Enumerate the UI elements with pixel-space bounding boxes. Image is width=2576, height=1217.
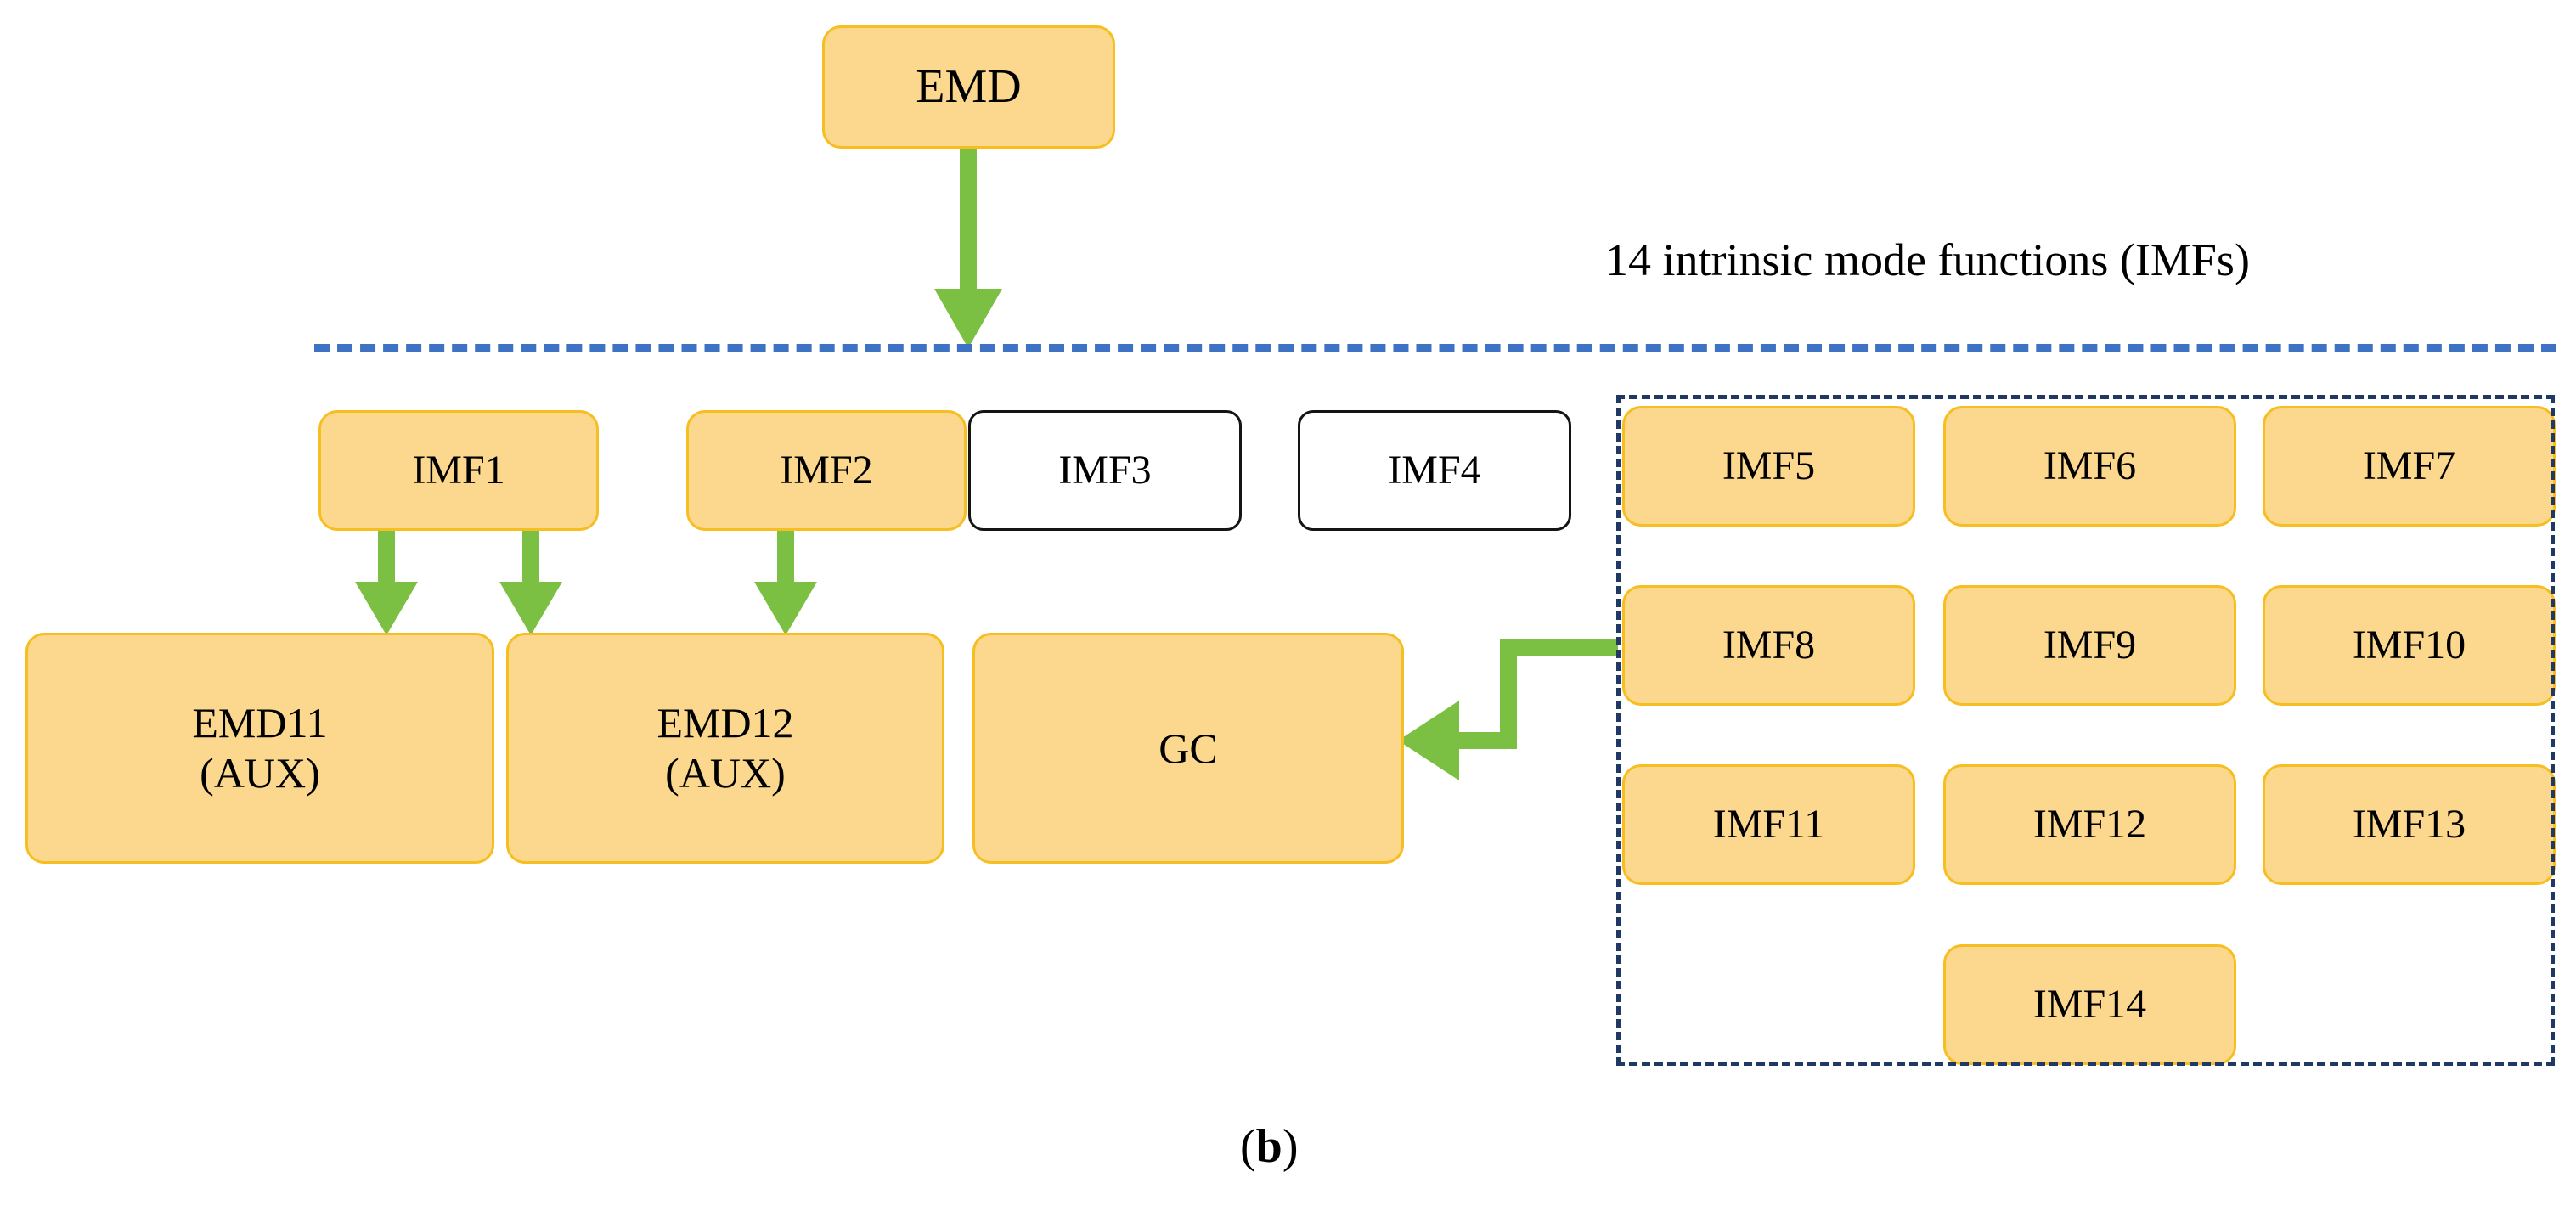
node-imf3[interactable]: IMF3: [968, 410, 1242, 531]
node-emd11[interactable]: EMD11 (AUX): [25, 633, 494, 864]
node-emd[interactable]: EMD: [822, 25, 1115, 149]
node-imf10[interactable]: IMF10: [2263, 585, 2556, 706]
node-imf7-label: IMF7: [2362, 442, 2456, 488]
node-imf3-label: IMF3: [1058, 447, 1152, 493]
imfs-count-label: 14 intrinsic mode functions (IMFs): [1605, 234, 2250, 285]
node-emd11-label: EMD11 (AUX): [192, 699, 328, 797]
node-imf5-label: IMF5: [1722, 442, 1816, 488]
node-imf6-label: IMF6: [2043, 442, 2137, 488]
node-imf1-label: IMF1: [412, 447, 505, 493]
node-imf2-label: IMF2: [780, 447, 873, 493]
node-emd12-label: EMD12 (AUX): [657, 699, 794, 797]
node-imf13-label: IMF13: [2352, 801, 2466, 847]
edge-emd-to-imfs: [934, 146, 1002, 348]
node-imf4-label: IMF4: [1388, 447, 1481, 493]
node-imf7[interactable]: IMF7: [2263, 406, 2556, 527]
node-imf14-label: IMF14: [2032, 981, 2147, 1027]
node-gc[interactable]: GC: [972, 633, 1404, 864]
node-imf4[interactable]: IMF4: [1298, 410, 1571, 531]
node-imf12-label: IMF12: [2032, 801, 2147, 847]
node-imf13[interactable]: IMF13: [2263, 764, 2556, 885]
edge-imf1-to-emd12: [499, 531, 562, 635]
node-imf11-label: IMF11: [1712, 801, 1825, 847]
node-imf12[interactable]: IMF12: [1943, 764, 2236, 885]
figure-panel-label: (b): [1240, 1119, 1298, 1174]
node-imf14[interactable]: IMF14: [1943, 944, 2236, 1065]
node-imf5[interactable]: IMF5: [1622, 406, 1915, 527]
edge-imf8-to-gc: [1398, 639, 1618, 780]
figure-label-letter: b: [1255, 1120, 1282, 1173]
node-imf10-label: IMF10: [2352, 622, 2466, 668]
node-imf2[interactable]: IMF2: [686, 410, 967, 531]
node-imf11[interactable]: IMF11: [1622, 764, 1915, 885]
edge-imf1-to-emd11: [355, 531, 418, 635]
imf-divider-line: [314, 344, 2556, 352]
node-imf8-label: IMF8: [1722, 622, 1816, 668]
node-gc-label: GC: [1158, 724, 1218, 772]
imf-group-container: [1616, 395, 2555, 1066]
node-emd-label: EMD: [916, 60, 1022, 114]
node-imf9[interactable]: IMF9: [1943, 585, 2236, 706]
node-imf6[interactable]: IMF6: [1943, 406, 2236, 527]
node-imf9-label: IMF9: [2043, 622, 2137, 668]
node-emd12[interactable]: EMD12 (AUX): [506, 633, 944, 864]
figure-label-close-paren: ): [1282, 1120, 1299, 1173]
node-imf8[interactable]: IMF8: [1622, 585, 1915, 706]
node-imf1[interactable]: IMF1: [318, 410, 599, 531]
edge-imf2-to-emd12: [754, 531, 817, 635]
figure-label-open-paren: (: [1240, 1120, 1256, 1173]
